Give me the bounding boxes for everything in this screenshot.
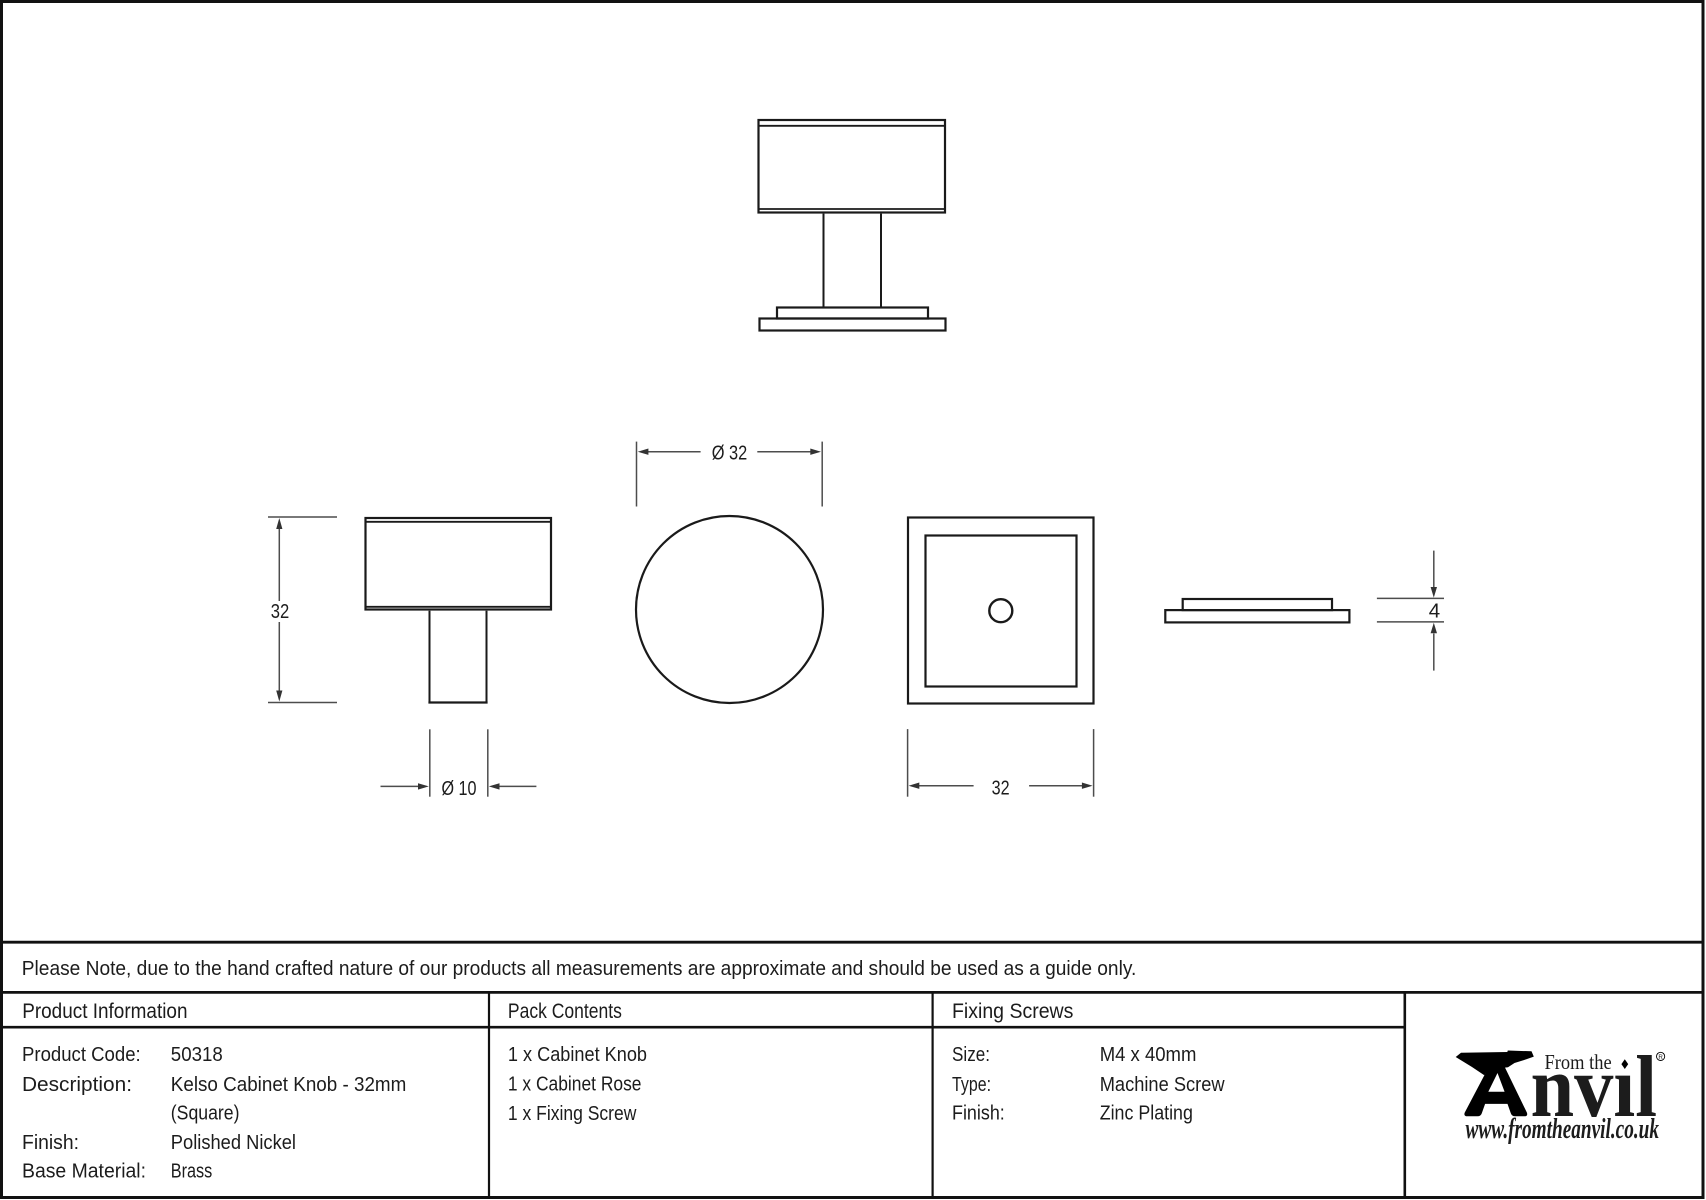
svg-text:Zinc Plating: Zinc Plating (1100, 1102, 1193, 1125)
svg-text:Brass: Brass (171, 1160, 213, 1183)
svg-text:50318: 50318 (171, 1043, 223, 1066)
svg-text:Fixing Screws: Fixing Screws (952, 1000, 1073, 1023)
svg-text:www.fromtheanvil.co.uk: www.fromtheanvil.co.uk (1466, 1114, 1660, 1145)
svg-text:Kelso Cabinet Knob - 32mm: Kelso Cabinet Knob - 32mm (171, 1073, 406, 1096)
svg-text:Please Note, due to the hand c: Please Note, due to the hand crafted nat… (22, 957, 1137, 980)
svg-text:R: R (1658, 1054, 1663, 1061)
svg-text:nvıl: nvıl (1531, 1039, 1658, 1136)
svg-text:1 x Cabinet Rose: 1 x Cabinet Rose (508, 1073, 642, 1096)
svg-text:(Square): (Square) (171, 1102, 240, 1125)
svg-text:From the: From the (1545, 1050, 1612, 1074)
svg-text:32: 32 (992, 777, 1010, 800)
svg-text:Ø 10: Ø 10 (442, 777, 477, 800)
svg-text:Finish:: Finish: (952, 1102, 1005, 1125)
svg-text:Machine Screw: Machine Screw (1100, 1073, 1225, 1096)
svg-text:Size:: Size: (952, 1043, 990, 1066)
svg-text:32: 32 (271, 600, 290, 623)
svg-text:Finish:: Finish: (22, 1131, 79, 1154)
svg-text:Product Information: Product Information (22, 1000, 187, 1023)
svg-text:Type:: Type: (952, 1073, 991, 1096)
svg-text:M4 x 40mm: M4 x 40mm (1100, 1043, 1197, 1066)
svg-text:4: 4 (1429, 600, 1440, 623)
svg-text:1 x Fixing Screw: 1 x Fixing Screw (508, 1102, 637, 1125)
svg-text:Product Code:: Product Code: (22, 1043, 141, 1066)
svg-text:Polished Nickel: Polished Nickel (171, 1131, 296, 1154)
svg-text:Pack Contents: Pack Contents (508, 1000, 622, 1023)
svg-text:Description:: Description: (22, 1073, 132, 1096)
svg-text:Ø 32: Ø 32 (712, 442, 748, 465)
svg-text:Base Material:: Base Material: (22, 1160, 146, 1183)
svg-text:1 x Cabinet Knob: 1 x Cabinet Knob (508, 1043, 647, 1066)
